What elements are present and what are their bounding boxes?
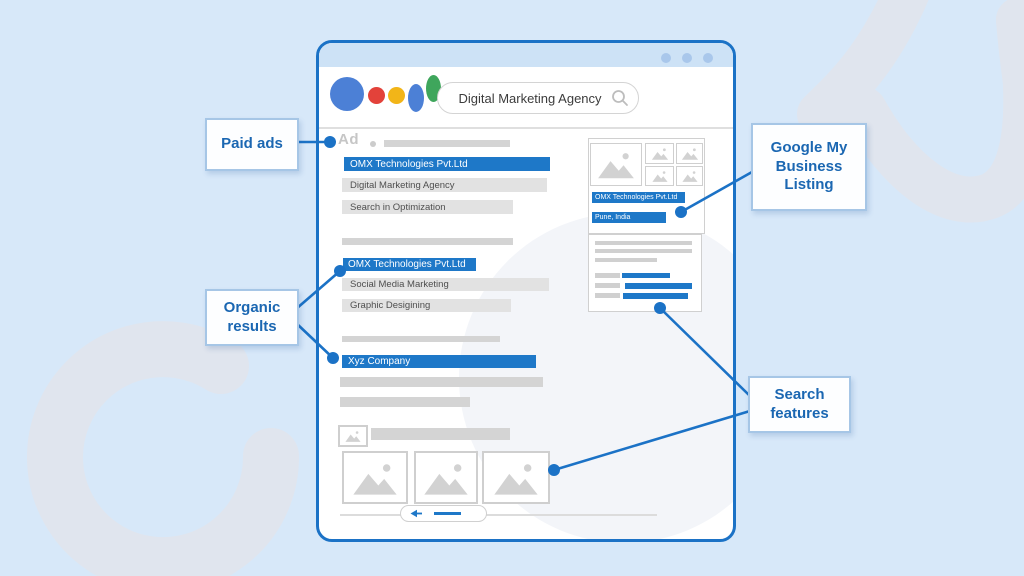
text-line-placeholder bbox=[595, 249, 692, 253]
business-photo-large[interactable] bbox=[590, 143, 642, 186]
label-google-my-business: Google My Business Listing bbox=[751, 123, 867, 211]
text-placeholder bbox=[342, 238, 513, 245]
organic-result1-title-link[interactable]: OMX Technologies Pvt.Ltd bbox=[343, 258, 476, 271]
header-divider bbox=[319, 127, 733, 129]
detail-value-placeholder bbox=[622, 273, 670, 278]
pagination-slider[interactable] bbox=[400, 505, 487, 522]
business-photo-small[interactable] bbox=[645, 166, 674, 186]
logo-dot-red bbox=[368, 87, 385, 104]
ad-result-line1: Digital Marketing Agency bbox=[342, 178, 547, 192]
window-dot bbox=[703, 53, 713, 63]
organic-result1-line2: Graphic Desigining bbox=[342, 299, 511, 312]
browser-header-bar bbox=[319, 43, 733, 67]
window-control-dots bbox=[650, 50, 713, 68]
business-photo-small[interactable] bbox=[676, 143, 703, 164]
images-section-title-placeholder bbox=[371, 428, 510, 440]
organic-result2-title-link[interactable]: Xyz Company bbox=[342, 355, 536, 368]
ad-result-line2: Search in Optimization bbox=[342, 200, 513, 214]
logo-oval-blue bbox=[408, 84, 424, 112]
business-location-bar[interactable]: Pune, India bbox=[592, 212, 666, 223]
business-photo-small[interactable] bbox=[676, 166, 703, 186]
search-icon[interactable] bbox=[611, 89, 629, 107]
detail-key-placeholder bbox=[595, 273, 620, 278]
text-placeholder bbox=[340, 377, 543, 387]
search-query-text: Digital Marketing Agency bbox=[458, 90, 602, 106]
image-thumbnail[interactable] bbox=[414, 451, 478, 504]
search-input[interactable]: Digital Marketing Agency bbox=[437, 82, 639, 114]
text-placeholder bbox=[340, 397, 470, 407]
pagination-line bbox=[340, 514, 657, 516]
detail-key-placeholder bbox=[595, 283, 620, 288]
text-line-placeholder bbox=[595, 241, 692, 245]
browser-window: Digital Marketing Agency Ad OMX Technolo… bbox=[316, 40, 736, 542]
ad-result-title-link[interactable]: OMX Technologies Pvt.Ltd bbox=[344, 157, 550, 171]
business-photo-small[interactable] bbox=[645, 143, 674, 164]
label-organic-results: Organic results bbox=[205, 289, 299, 346]
organic-result1-line1: Social Media Marketing bbox=[342, 278, 549, 291]
detail-value-placeholder bbox=[623, 293, 688, 299]
window-dot bbox=[682, 53, 692, 63]
text-placeholder bbox=[342, 336, 500, 342]
image-thumbnail[interactable] bbox=[482, 451, 550, 504]
ad-tag-label: Ad bbox=[338, 131, 359, 148]
label-paid-ads: Paid ads bbox=[205, 118, 299, 171]
ad-separator-dot bbox=[370, 141, 376, 147]
logo-dot-blue bbox=[330, 77, 364, 111]
image-thumbnail[interactable] bbox=[342, 451, 408, 504]
text-line-placeholder bbox=[595, 258, 657, 262]
arrow-left-icon[interactable] bbox=[409, 509, 425, 518]
detail-key-placeholder bbox=[595, 293, 620, 298]
detail-value-placeholder bbox=[625, 283, 692, 289]
images-section-icon bbox=[338, 425, 368, 447]
ad-url-placeholder bbox=[384, 140, 510, 147]
logo-dot-yellow bbox=[388, 87, 405, 104]
label-search-features: Search features bbox=[748, 376, 851, 433]
window-dot bbox=[661, 53, 671, 63]
business-name-bar[interactable]: OMX Technologies Pvt.Ltd bbox=[592, 192, 685, 203]
slider-track[interactable] bbox=[434, 512, 461, 515]
